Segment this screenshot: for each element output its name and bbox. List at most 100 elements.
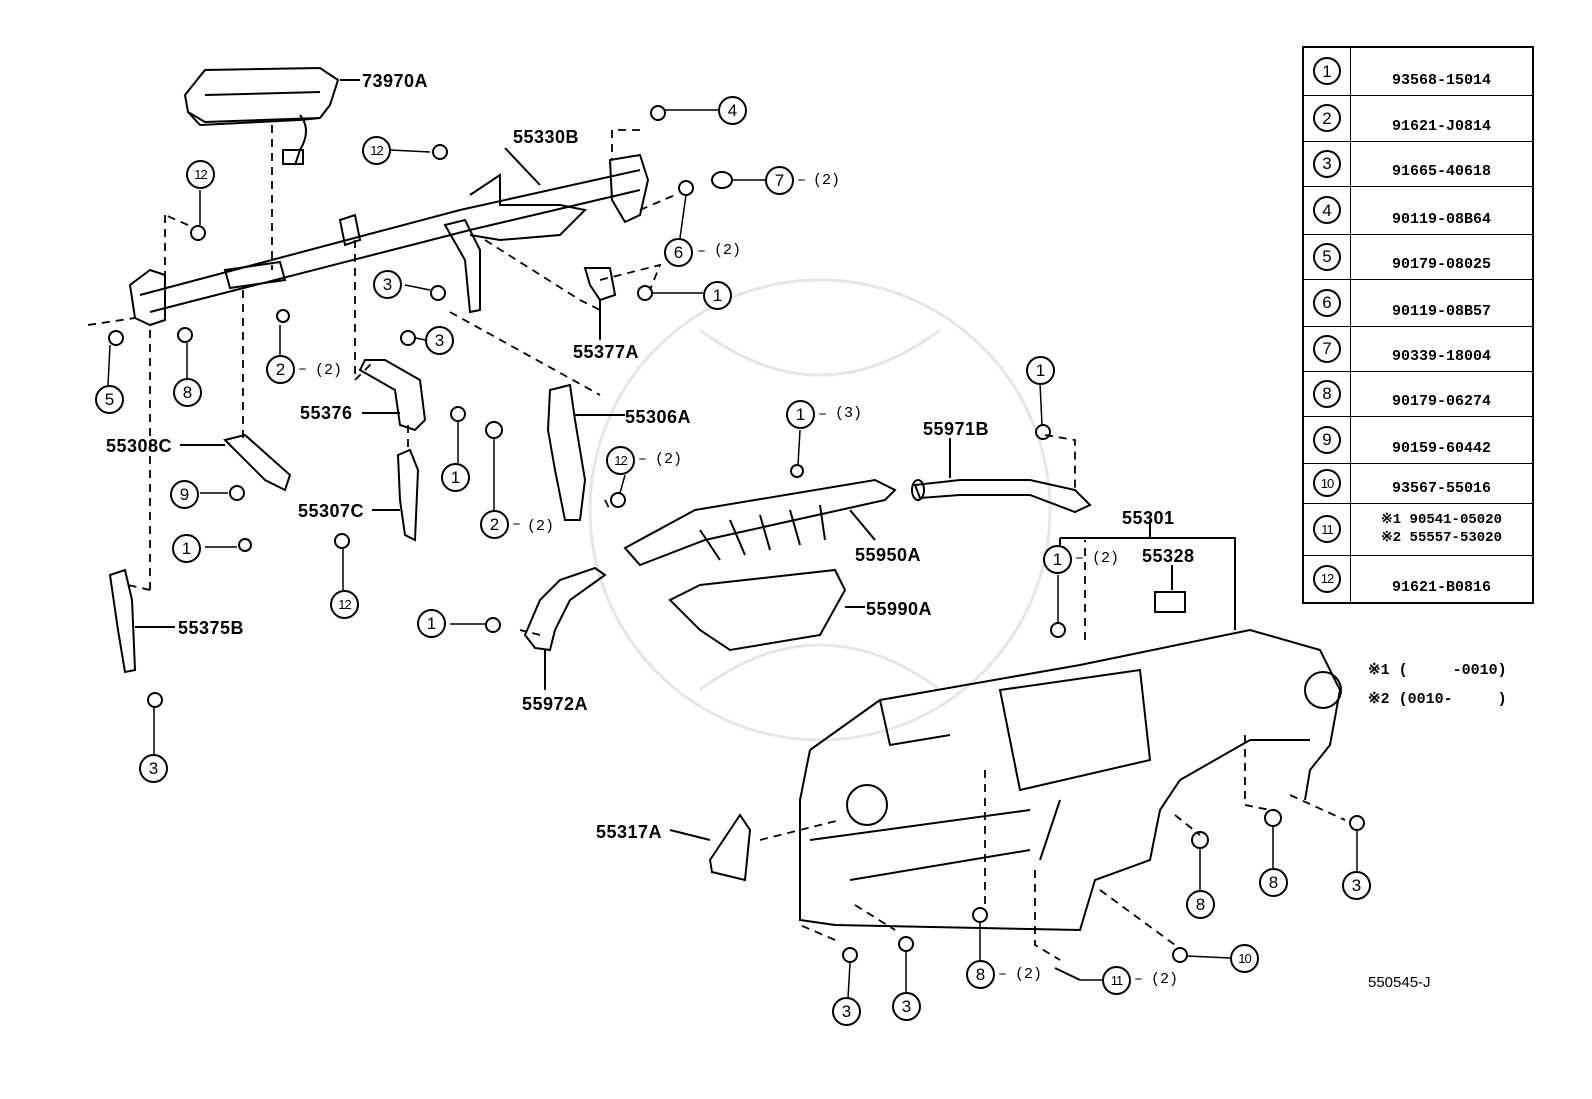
callout-2: 2 bbox=[480, 510, 509, 539]
callout-1: 1 bbox=[172, 534, 201, 563]
callout-8: 8 bbox=[1186, 890, 1215, 919]
callout-12: 12 bbox=[330, 590, 359, 619]
ref-circle: 2 bbox=[1313, 104, 1341, 132]
callout-10: 10 bbox=[1230, 944, 1259, 973]
dash: – bbox=[512, 516, 522, 533]
part-variant-2: ※2 55557-53020 bbox=[1381, 530, 1502, 546]
label-55317A: 55317A bbox=[596, 822, 663, 842]
label-55971B: 55971B bbox=[923, 419, 990, 439]
callout-8: 8 bbox=[1259, 868, 1288, 897]
ref-circle: 3 bbox=[1313, 149, 1341, 178]
qty-1: (3) bbox=[835, 405, 863, 422]
bracket-55307C bbox=[396, 448, 420, 542]
label-55375B: 55375B bbox=[178, 618, 245, 638]
dash: – bbox=[298, 361, 308, 378]
table-row: 6 90119-08B57 bbox=[1302, 278, 1534, 327]
dash: – bbox=[1075, 550, 1085, 567]
ref-circle: 8 bbox=[1313, 379, 1341, 408]
watermark-emblem bbox=[588, 278, 1052, 742]
parts-reference-table: 1 93568-15014 2 91621-J0814 3 91665-4061… bbox=[1302, 46, 1534, 604]
part-number: 90159-60442 bbox=[1350, 415, 1534, 464]
panel-55990A bbox=[668, 568, 847, 652]
diagram-code: 550545-J bbox=[1368, 974, 1431, 991]
ref-circle: 4 bbox=[1313, 196, 1341, 224]
callout-12: 12 bbox=[186, 160, 215, 189]
label-55376: 55376 bbox=[300, 403, 353, 423]
table-row: 10 93567-55016 bbox=[1302, 462, 1534, 504]
part-number: 90119-08B64 bbox=[1350, 185, 1534, 235]
ref-circle: 11 bbox=[1313, 515, 1341, 543]
part-number: 90339-18004 bbox=[1350, 325, 1534, 372]
part-variant-1: ※1 90541-05020 bbox=[1381, 512, 1502, 528]
callout-3: 3 bbox=[373, 270, 402, 299]
callout-1: 1 bbox=[786, 400, 815, 429]
table-row: 3 91665-40618 bbox=[1302, 140, 1534, 187]
table-row: 1 93568-15014 bbox=[1302, 46, 1534, 96]
label-55330B: 55330B bbox=[513, 127, 580, 147]
ref-circle: 5 bbox=[1313, 242, 1341, 271]
table-row: 5 90179-08025 bbox=[1302, 233, 1534, 280]
ref-circle: 7 bbox=[1313, 334, 1341, 363]
label-55306A: 55306A bbox=[625, 407, 692, 427]
note-2: ※2 (0010- ) bbox=[1368, 691, 1507, 708]
callout-4: 4 bbox=[718, 96, 747, 125]
brace-55306A bbox=[546, 383, 587, 521]
label-55301: 55301 bbox=[1122, 508, 1175, 528]
callout-3: 3 bbox=[832, 997, 861, 1026]
callout-6: 6 bbox=[664, 238, 693, 267]
table-row: 7 90339-18004 bbox=[1302, 325, 1534, 372]
callout-9: 9 bbox=[170, 480, 199, 509]
table-row: 2 91621-J0814 bbox=[1302, 94, 1534, 142]
clip-55328 bbox=[1154, 591, 1186, 613]
dash: – bbox=[998, 966, 1008, 983]
qty-12: (2) bbox=[655, 451, 683, 468]
label-55307C: 55307C bbox=[298, 501, 365, 521]
air-duct-55971B bbox=[911, 479, 1092, 514]
part-number: 93568-15014 bbox=[1350, 46, 1534, 96]
label-55972A: 55972A bbox=[522, 694, 589, 714]
part-number: 90179-06274 bbox=[1350, 370, 1534, 417]
bracket-55377A bbox=[583, 267, 617, 302]
side-cover-55317A bbox=[708, 813, 752, 882]
label-55328: 55328 bbox=[1142, 546, 1195, 566]
dash: – bbox=[797, 172, 807, 189]
bracket-55376 bbox=[358, 359, 427, 432]
callout-3: 3 bbox=[425, 326, 454, 355]
qty-2: (2) bbox=[527, 518, 555, 535]
callout-5: 5 bbox=[95, 385, 124, 414]
label-73970A: 73970A bbox=[362, 71, 429, 91]
dash: – bbox=[638, 451, 648, 468]
qty-2: (2) bbox=[315, 362, 343, 379]
brace-55375B bbox=[108, 568, 137, 674]
callout-7: 7 bbox=[765, 166, 794, 195]
callout-3: 3 bbox=[1342, 871, 1371, 900]
part-number: 91621-J0814 bbox=[1350, 94, 1534, 142]
callout-1: 1 bbox=[1043, 545, 1072, 574]
table-row: 4 90119-08B64 bbox=[1302, 185, 1534, 235]
table-row: 11 ※1 90541-05020 ※2 55557-53020 bbox=[1302, 502, 1534, 556]
label-55308C: 55308C bbox=[106, 436, 173, 456]
callout-3: 3 bbox=[892, 992, 921, 1021]
fastener-symbols bbox=[108, 105, 1365, 981]
qty-6: (2) bbox=[714, 242, 742, 259]
airbag-module-73970A bbox=[183, 66, 340, 166]
instrument-panel-55301 bbox=[799, 628, 1342, 932]
table-row: 9 90159-60442 bbox=[1302, 415, 1534, 464]
qty-11: (2) bbox=[1151, 971, 1179, 988]
register-55950A bbox=[623, 478, 897, 567]
ref-circle: 9 bbox=[1313, 425, 1341, 454]
ref-circle: 6 bbox=[1313, 288, 1341, 317]
dash: – bbox=[1134, 971, 1144, 988]
qty-7: (2) bbox=[813, 172, 841, 189]
callout-3: 3 bbox=[139, 754, 168, 783]
part-number: 91665-40618 bbox=[1350, 140, 1534, 187]
callout-1: 1 bbox=[1026, 356, 1055, 385]
part-number: 91621-B0816 bbox=[1350, 554, 1534, 604]
part-number: 90179-08025 bbox=[1350, 233, 1534, 280]
part-number: 93567-55016 bbox=[1350, 462, 1534, 504]
ref-circle: 1 bbox=[1313, 57, 1341, 86]
part-number: 90119-08B57 bbox=[1350, 278, 1534, 327]
air-duct-55972A bbox=[523, 566, 607, 652]
callout-1: 1 bbox=[703, 281, 732, 310]
label-55950A: 55950A bbox=[855, 545, 922, 565]
